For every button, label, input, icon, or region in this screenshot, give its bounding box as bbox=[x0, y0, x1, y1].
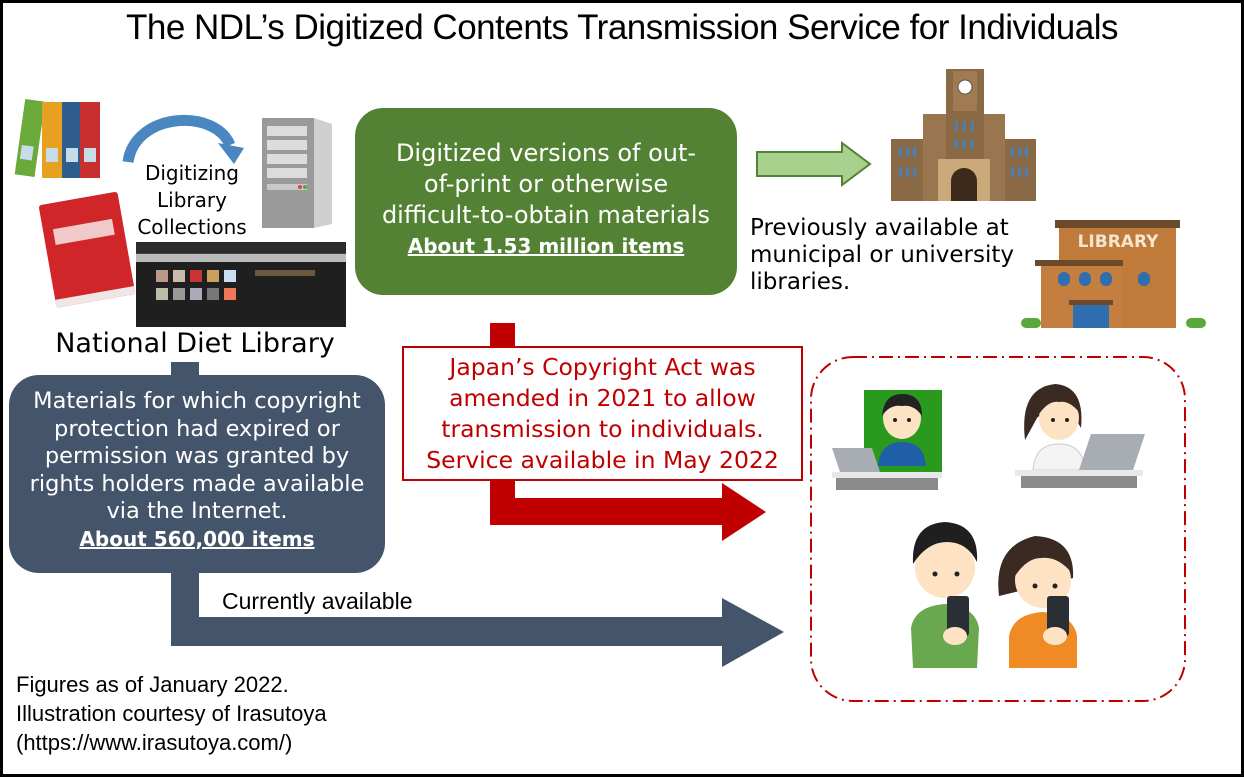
public-materials-line-2: protection had expired or bbox=[54, 415, 340, 442]
amendment-line-3: transmission to individuals. bbox=[441, 415, 764, 443]
footer-credit-url: (https://www.irasutoya.com/) bbox=[16, 730, 293, 755]
difficult-materials-line-2: of-print or otherwise bbox=[423, 170, 669, 198]
ndl-name: National Diet Library bbox=[55, 328, 335, 359]
previous-access-label: Previously available at municipal or uni… bbox=[750, 215, 1040, 296]
previous-access-line-3: libraries. bbox=[750, 269, 851, 295]
public-materials-line-4: rights holders made available bbox=[29, 470, 365, 497]
svg-text:LIBRARY: LIBRARY bbox=[1078, 232, 1160, 252]
footer-notes: Figures as of January 2022. Illustration… bbox=[16, 670, 327, 757]
public-materials-line-5: via the Internet. bbox=[106, 498, 288, 524]
public-materials-box: Materials for which copyright protection… bbox=[9, 375, 385, 573]
red-book-icon bbox=[39, 191, 136, 308]
transmission-arrow bbox=[490, 323, 766, 541]
digitizing-line-2: Library bbox=[157, 188, 227, 212]
amendment-box: Japan’s Copyright Act was amended in 202… bbox=[402, 346, 803, 481]
boy-smartphone-icon bbox=[911, 522, 979, 668]
amendment-line-1: Japan’s Copyright Act was bbox=[449, 353, 756, 381]
server-icon bbox=[262, 118, 332, 228]
curved-arrow-icon bbox=[122, 114, 236, 164]
difficult-materials-box: Digitized versions of out- of-print or o… bbox=[355, 108, 737, 295]
current-flow-arrow bbox=[171, 362, 784, 667]
ndl-website-screenshot bbox=[136, 242, 346, 327]
footer-illustration-credit: Illustration courtesy of Irasutoya bbox=[16, 701, 327, 726]
girl-smartphone-icon bbox=[998, 536, 1077, 668]
difficult-materials-count: About 1.53 million items bbox=[407, 234, 685, 258]
public-materials-line-3: permission was granted by bbox=[44, 443, 350, 469]
previous-access-line-1: Previously available at bbox=[750, 215, 1009, 241]
digitizing-label: Digitizing Library Collections bbox=[132, 160, 252, 241]
footer-figures-date: Figures as of January 2022. bbox=[16, 672, 289, 697]
amendment-line-2: amended in 2021 to allow bbox=[449, 384, 756, 412]
difficult-materials-line-3: difficult-to-obtain materials bbox=[381, 201, 711, 229]
previous-access-arrow bbox=[756, 141, 872, 187]
currently-available-label: Currently available bbox=[222, 588, 413, 614]
digitizing-line-1: Digitizing bbox=[144, 161, 240, 185]
public-materials-line-1: Materials for which copyright bbox=[33, 388, 361, 414]
university-building-icon bbox=[891, 69, 1036, 201]
amendment-line-4: Service available in May 2022 bbox=[426, 446, 779, 474]
page-title: The NDL’s Digitized Contents Transmissio… bbox=[125, 8, 1119, 47]
books-icon bbox=[14, 98, 100, 178]
man-laptop-icon bbox=[832, 390, 942, 490]
previous-access-line-2: municipal or university bbox=[750, 242, 1014, 268]
woman-laptop-icon bbox=[1015, 384, 1145, 488]
public-materials-count: About 560,000 items bbox=[79, 526, 315, 551]
difficult-materials-line-1: Digitized versions of out- bbox=[395, 139, 697, 167]
digitizing-line-3: Collections bbox=[137, 215, 247, 239]
library-building-icon: LIBRARY bbox=[1021, 220, 1206, 328]
individuals-box bbox=[810, 356, 1186, 702]
